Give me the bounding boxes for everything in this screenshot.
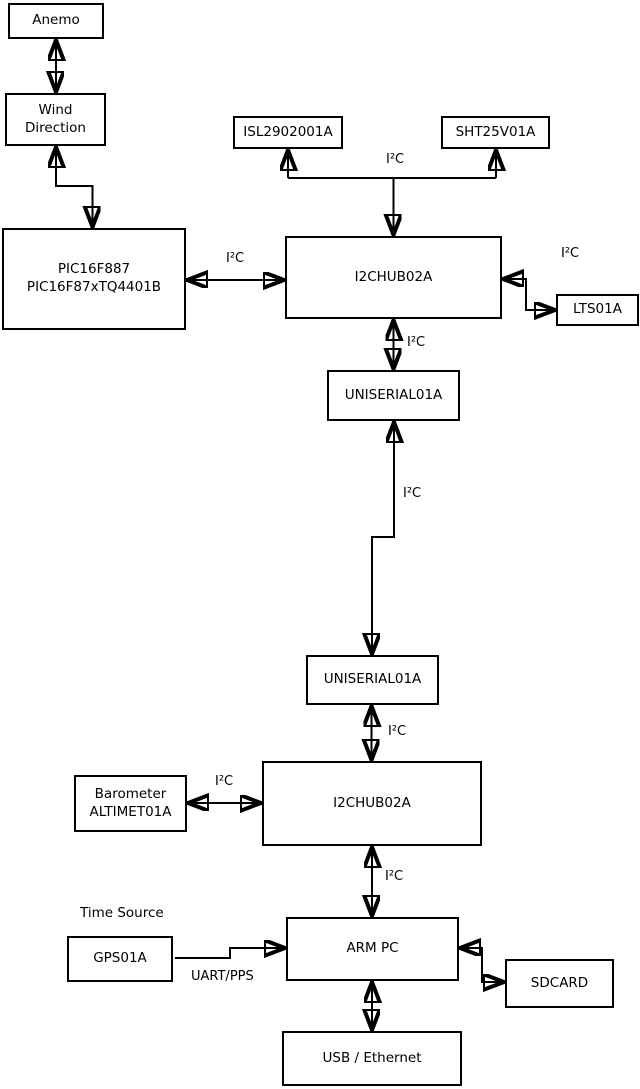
node-wind-direction-label: Wind Direction (25, 101, 86, 136)
node-i2chub02a-1-label: I2CHUB02A (354, 268, 433, 285)
node-anemo-label: Anemo (32, 12, 80, 29)
node-usb-ethernet-label: USB / Ethernet (322, 1049, 422, 1066)
node-uniserial01a-1-label: UNISERIAL01A (344, 386, 443, 403)
edge-label-uart-pps: UART/PPS (191, 969, 254, 984)
connector-wind-pic (56, 148, 93, 226)
node-isl2902001a-label: ISL2902001A (243, 123, 333, 140)
node-i2chub02a-1: I2CHUB02A (285, 236, 502, 319)
node-arm-pc-label: ARM PC (346, 940, 399, 957)
node-lts01a: LTS01A (556, 294, 639, 326)
node-isl2902001a: ISL2902001A (233, 116, 343, 149)
annotation-time-source: Time Source (80, 905, 164, 921)
edge-label-i2c-hub1-uniserial1: I²C (407, 335, 426, 350)
edge-label-i2c-sensor-bus: I²C (386, 152, 405, 167)
edge-label-i2c-hub2-armpc: I²C (385, 869, 404, 884)
node-i2chub02a-2: I2CHUB02A (262, 761, 482, 846)
connector-armpc-sdcard (461, 948, 503, 982)
node-pic16f887: PIC16F887 PIC16F87xTQ4401B (2, 228, 186, 330)
node-barometer-altimet01a: Barometer ALTIMET01A (74, 775, 187, 832)
node-wind-direction: Wind Direction (5, 93, 106, 146)
node-pic16f887-label: PIC16F887 PIC16F87xTQ4401B (26, 261, 162, 295)
edge-label-i2c-uniserial2-hub2: I²C (388, 724, 407, 739)
connector-uniserial1-uniserial2 (372, 423, 394, 653)
connector-hub1-lts (504, 279, 554, 310)
edge-label-i2c-pic-hub1: I²C (226, 251, 245, 266)
node-gps01a-label: GPS01A (93, 950, 147, 967)
node-sht25v01a-label: SHT25V01A (455, 123, 536, 140)
node-anemo: Anemo (8, 3, 104, 39)
connector-gps-armpc (175, 948, 284, 959)
node-sdcard-label: SDCARD (530, 974, 589, 991)
node-usb-ethernet: USB / Ethernet (282, 1031, 462, 1086)
node-barometer-altimet01a-label: Barometer ALTIMET01A (89, 785, 172, 820)
node-lts01a-label: LTS01A (573, 301, 622, 318)
edge-label-i2c-uniserial-link: I²C (403, 486, 422, 501)
node-uniserial01a-1: UNISERIAL01A (327, 370, 460, 421)
node-sht25v01a: SHT25V01A (441, 116, 550, 149)
node-i2chub02a-2-label: I2CHUB02A (333, 794, 411, 811)
edge-label-i2c-barometer-hub2: I²C (215, 774, 234, 789)
node-uniserial01a-2: UNISERIAL01A (306, 655, 439, 705)
node-gps01a: GPS01A (67, 936, 173, 982)
node-uniserial01a-2-label: UNISERIAL01A (323, 671, 422, 688)
edge-label-i2c-hub1-lts: I²C (561, 246, 580, 261)
node-arm-pc: ARM PC (286, 917, 459, 981)
node-sdcard: SDCARD (505, 959, 614, 1008)
